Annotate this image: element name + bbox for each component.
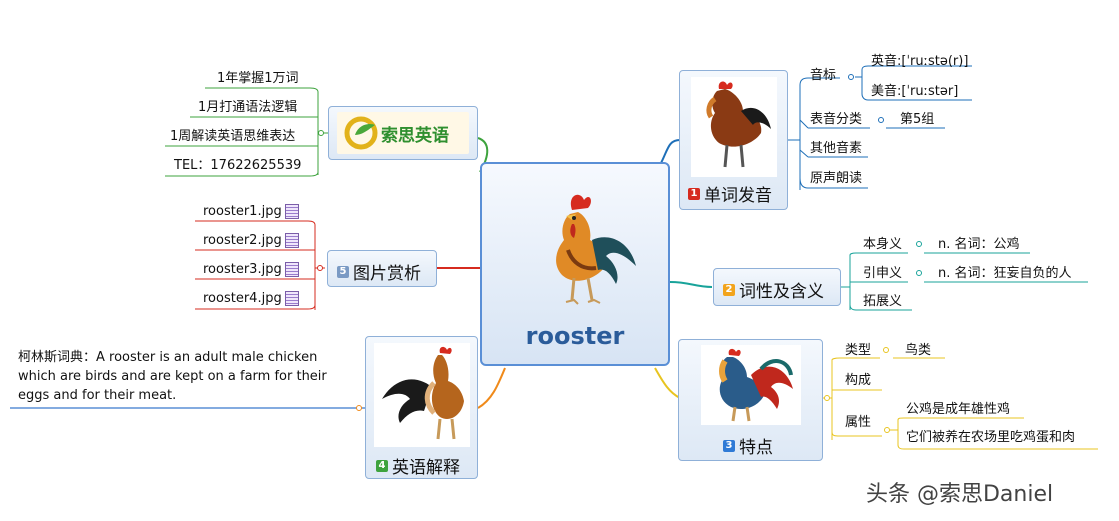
brand-logo-icon: [344, 116, 378, 150]
branch-pronunciation-label: 1 单词发音: [688, 181, 772, 206]
brand-item-2[interactable]: 1月打通语法逻辑: [198, 100, 298, 115]
brand-item-phone[interactable]: TEL：17622625539: [174, 158, 302, 173]
image-file-icon: [284, 262, 299, 277]
image-file-2[interactable]: rooster2.jpg: [203, 233, 299, 249]
classification-label[interactable]: 表音分类: [810, 112, 863, 127]
brand-node[interactable]: 索思英语: [328, 106, 478, 160]
center-title: rooster: [525, 322, 625, 350]
branch-definition-label: 4 英语解释: [376, 453, 460, 478]
image-file-name: rooster3.jpg: [203, 262, 282, 277]
branch-pronunciation-text: 单词发音: [704, 186, 772, 206]
image-file-icon: [284, 204, 299, 219]
image-file-name: rooster1.jpg: [203, 204, 282, 219]
branch-pictures-text: 图片赏析: [353, 264, 421, 284]
rooster-illustration: [556, 194, 636, 305]
american-pronunciation[interactable]: 美音:[ˈruːstər]: [871, 84, 959, 99]
image-file-icon: [284, 233, 299, 248]
branch-features-label: 3 特点: [723, 433, 773, 458]
definition-line-1: 柯林斯词典：A rooster is an adult male chicken: [18, 350, 318, 365]
definition-line-3: eggs and for their meat.: [18, 388, 177, 403]
branch3-connector-dot[interactable]: [883, 347, 889, 353]
image-file-name: rooster4.jpg: [203, 291, 282, 306]
branch-definition-node[interactable]: 4 英语解释: [365, 336, 478, 479]
branch-meaning-node[interactable]: 2 词性及含义: [713, 268, 841, 306]
branch-features-text: 特点: [739, 438, 773, 458]
rooster-photo-1: [691, 77, 777, 177]
watermark-text: 头条 @索思Daniel: [866, 482, 1054, 507]
branch-meaning-text: 词性及含义: [739, 282, 824, 302]
branch-number-badge: 5: [337, 265, 349, 278]
original-reading[interactable]: 原声朗读: [810, 171, 863, 186]
branch5-connector-dot[interactable]: [317, 265, 323, 271]
brand-logo-text: 索思英语: [381, 125, 449, 146]
branch3-connector-dot[interactable]: [824, 395, 830, 401]
branch2-connector-dot[interactable]: [916, 270, 922, 276]
literal-meaning-label[interactable]: 本身义: [863, 237, 903, 252]
brand-item-1[interactable]: 1年掌握1万词: [217, 71, 299, 86]
brand-connector-dot[interactable]: [318, 130, 324, 136]
extended-meaning-label[interactable]: 引申义: [863, 266, 903, 281]
british-pronunciation[interactable]: 英音:[ˈruːstə(r)]: [871, 54, 969, 69]
definition-line-2: which are birds and are kept on a farm f…: [18, 369, 327, 384]
classification-value[interactable]: 第5组: [900, 112, 935, 127]
center-node[interactable]: rooster: [480, 162, 670, 366]
image-file-1[interactable]: rooster1.jpg: [203, 204, 299, 220]
branch1-connector-dot[interactable]: [878, 117, 884, 123]
branch-pictures-node[interactable]: 5 图片赏析: [327, 250, 437, 287]
yinbiao-label[interactable]: 音标: [810, 68, 837, 83]
composition-label[interactable]: 构成: [845, 373, 872, 388]
brand-logo-box: 索思英语: [337, 112, 469, 154]
branch1-connector-dot[interactable]: [848, 74, 854, 80]
rooster-photo-4: [374, 343, 470, 447]
branch-number-badge: 3: [723, 439, 735, 452]
type-label[interactable]: 类型: [845, 343, 872, 358]
extended-meaning-value[interactable]: n. 名词：狂妄自负的人: [938, 266, 1072, 281]
branch-pictures-label: 5 图片赏析: [337, 259, 421, 284]
image-file-name: rooster2.jpg: [203, 233, 282, 248]
branch-features-node[interactable]: 3 特点: [678, 339, 823, 461]
branch-meaning-label: 2 词性及含义: [723, 277, 824, 302]
branch2-connector-dot[interactable]: [916, 241, 922, 247]
type-value[interactable]: 鸟类: [905, 343, 932, 358]
other-phonemes[interactable]: 其他音素: [810, 141, 863, 156]
definition-text[interactable]: 柯林斯词典：A rooster is an adult male chicken…: [18, 348, 327, 405]
branch-number-badge: 2: [723, 283, 735, 296]
branch3-connector-dot[interactable]: [884, 427, 890, 433]
branch-definition-text: 英语解释: [392, 458, 460, 478]
branch-number-badge: 4: [376, 459, 388, 472]
branch-pronunciation-node[interactable]: 1 单词发音: [679, 70, 788, 210]
branch-number-badge: 1: [688, 187, 700, 200]
image-file-3[interactable]: rooster3.jpg: [203, 262, 299, 278]
branch4-connector-dot[interactable]: [356, 405, 362, 411]
literal-meaning-value[interactable]: n. 名词：公鸡: [938, 237, 1020, 252]
attribute-value-1[interactable]: 公鸡是成年雄性鸡: [906, 402, 1011, 417]
brand-item-3[interactable]: 1周解读英语思维表达: [170, 129, 296, 144]
expanded-meaning-label[interactable]: 拓展义: [863, 294, 903, 309]
attribute-label[interactable]: 属性: [845, 415, 872, 430]
attribute-value-2[interactable]: 它们被养在农场里吃鸡蛋和肉: [906, 430, 1076, 445]
image-file-4[interactable]: rooster4.jpg: [203, 291, 299, 307]
image-file-icon: [284, 291, 299, 306]
rooster-photo-3: [701, 345, 801, 425]
